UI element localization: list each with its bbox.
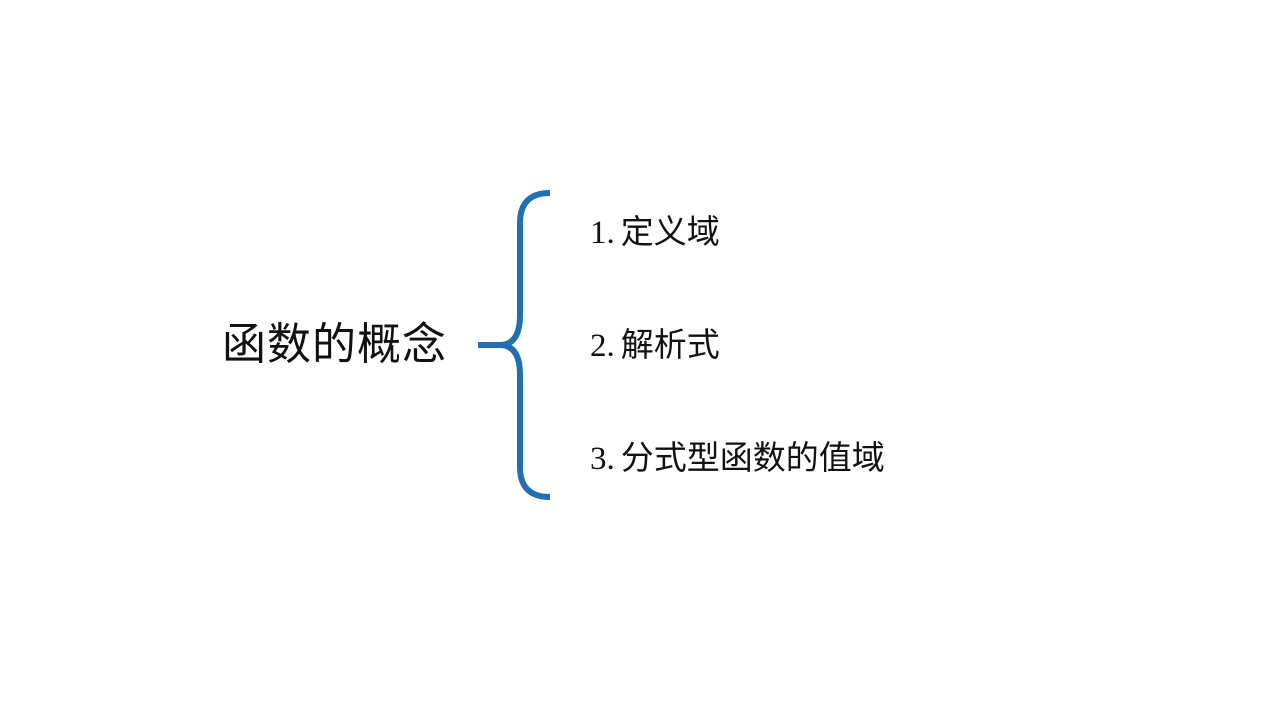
- item-number: 2.: [590, 328, 615, 364]
- item-number: 3.: [590, 441, 615, 477]
- curly-brace-icon: [478, 190, 551, 500]
- root-topic: 函数的概念: [222, 319, 447, 370]
- item-text: 定义域: [620, 212, 720, 251]
- item-number: 1.: [590, 215, 615, 251]
- branch-item-1: 1.定义域: [590, 212, 720, 253]
- item-text: 解析式: [620, 325, 720, 364]
- branch-item-2: 2.解析式: [590, 325, 720, 366]
- branch-item-3: 3.分式型函数的值域: [590, 438, 885, 479]
- item-text: 分式型函数的值域: [620, 438, 885, 477]
